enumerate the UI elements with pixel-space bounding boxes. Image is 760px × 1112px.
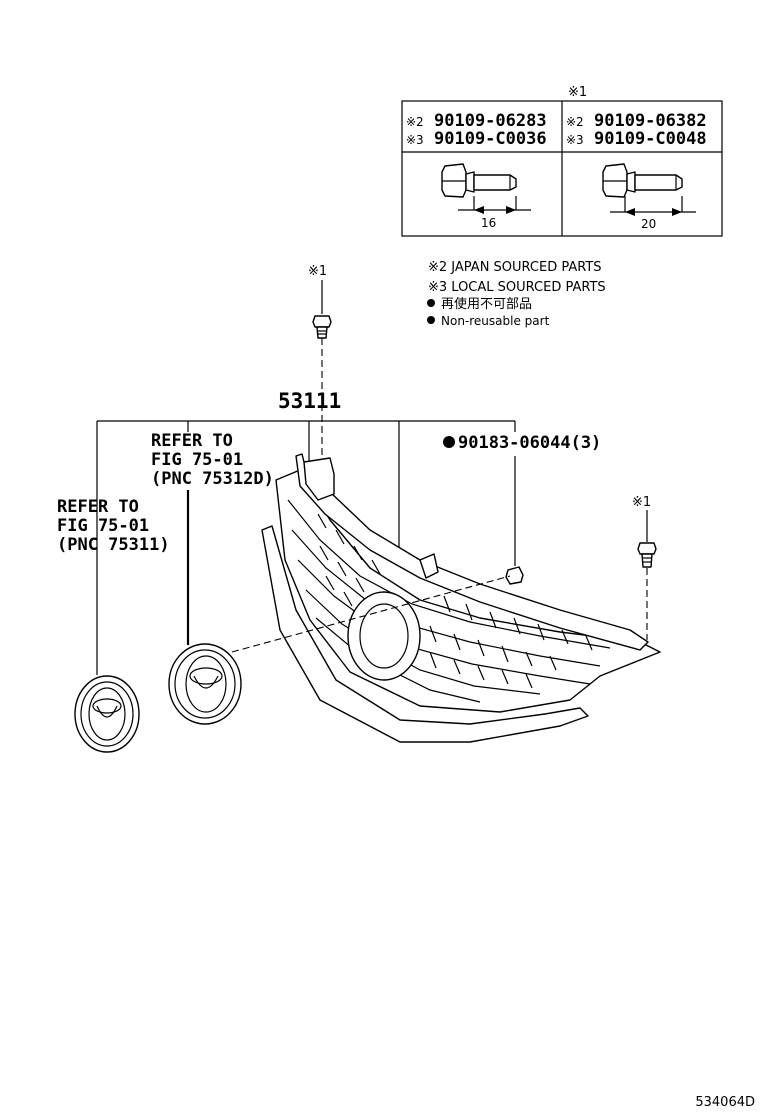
bolt-20-drawing xyxy=(602,163,696,216)
ref-emblem-outer: REFER TO FIG 75-01 (PNC 75311) xyxy=(57,497,170,555)
col2-code-a: 90109-06382 xyxy=(594,111,707,131)
legend-non-reusable-jp: 再使用不可部品 xyxy=(441,296,532,312)
ref-inner-line-2: FIG 75-01 xyxy=(151,450,243,470)
bolt-right-callout: ※1 xyxy=(632,495,657,640)
clip-callout: 90183-06044(3) xyxy=(443,433,601,585)
col1-mark-a: ※2 xyxy=(406,115,424,129)
table-ref-mark: ※1 xyxy=(568,85,587,100)
clip-non-reusable-bullet xyxy=(443,436,455,448)
col2-code-b: 90109-C0048 xyxy=(594,129,707,149)
bolt-16-length: 16 xyxy=(481,216,496,230)
emblem-inner-drawing xyxy=(168,643,242,725)
legend: ※2 JAPAN SOURCED PARTS ※3 LOCAL SOURCED … xyxy=(427,260,606,328)
col1-mark-b: ※3 xyxy=(406,133,424,147)
legend-bullet-1 xyxy=(427,299,435,307)
bolt-20-length: 20 xyxy=(641,217,656,231)
bolt-left-callout: ※1 xyxy=(308,264,332,468)
ref-inner-line-1: REFER TO xyxy=(151,431,233,451)
col1-code-b: 90109-C0036 xyxy=(434,129,547,149)
legend-local-sourced: ※3 LOCAL SOURCED PARTS xyxy=(428,280,606,295)
legend-non-reusable-en: Non-reusable part xyxy=(441,314,550,328)
bolt-left-mark: ※1 xyxy=(308,264,327,279)
emblem-outer-drawing xyxy=(74,675,140,753)
emblem-mount-ring xyxy=(347,591,421,681)
bolt-right-mark: ※1 xyxy=(632,495,651,510)
ref-emblem-inner: REFER TO FIG 75-01 (PNC 75312D) xyxy=(151,431,274,645)
clip-part-number: 90183-06044(3) xyxy=(458,433,601,453)
legend-japan-sourced: ※2 JAPAN SOURCED PARTS xyxy=(428,260,602,275)
legend-bullet-2 xyxy=(427,316,435,324)
grille-slat-teeth xyxy=(317,513,593,689)
ref-inner-line-3: (PNC 75312D) xyxy=(151,469,274,489)
bolt-left-icon xyxy=(312,315,332,339)
col1-code-a: 90109-06283 xyxy=(434,111,547,131)
col2-mark-b: ※3 xyxy=(566,133,584,147)
ref-outer-line-1: REFER TO xyxy=(57,497,139,517)
bolt-16-drawing xyxy=(441,163,531,214)
bolt-right-icon xyxy=(637,542,657,568)
radiator-grille-drawing xyxy=(261,453,661,743)
grille-part-number: 53111 xyxy=(278,389,341,413)
ref-outer-line-2: FIG 75-01 xyxy=(57,516,149,536)
figure-id: 534064D xyxy=(695,1095,755,1110)
bolt-table: ※1 ※2 90109-06283 ※3 90109-C0036 ※2 9010… xyxy=(401,85,723,237)
grille-callout: 53111 xyxy=(96,389,516,675)
col2-mark-a: ※2 xyxy=(566,115,584,129)
clip-icon xyxy=(505,566,524,585)
ref-outer-line-3: (PNC 75311) xyxy=(57,535,170,555)
emblem-alignment-dash xyxy=(231,575,511,653)
